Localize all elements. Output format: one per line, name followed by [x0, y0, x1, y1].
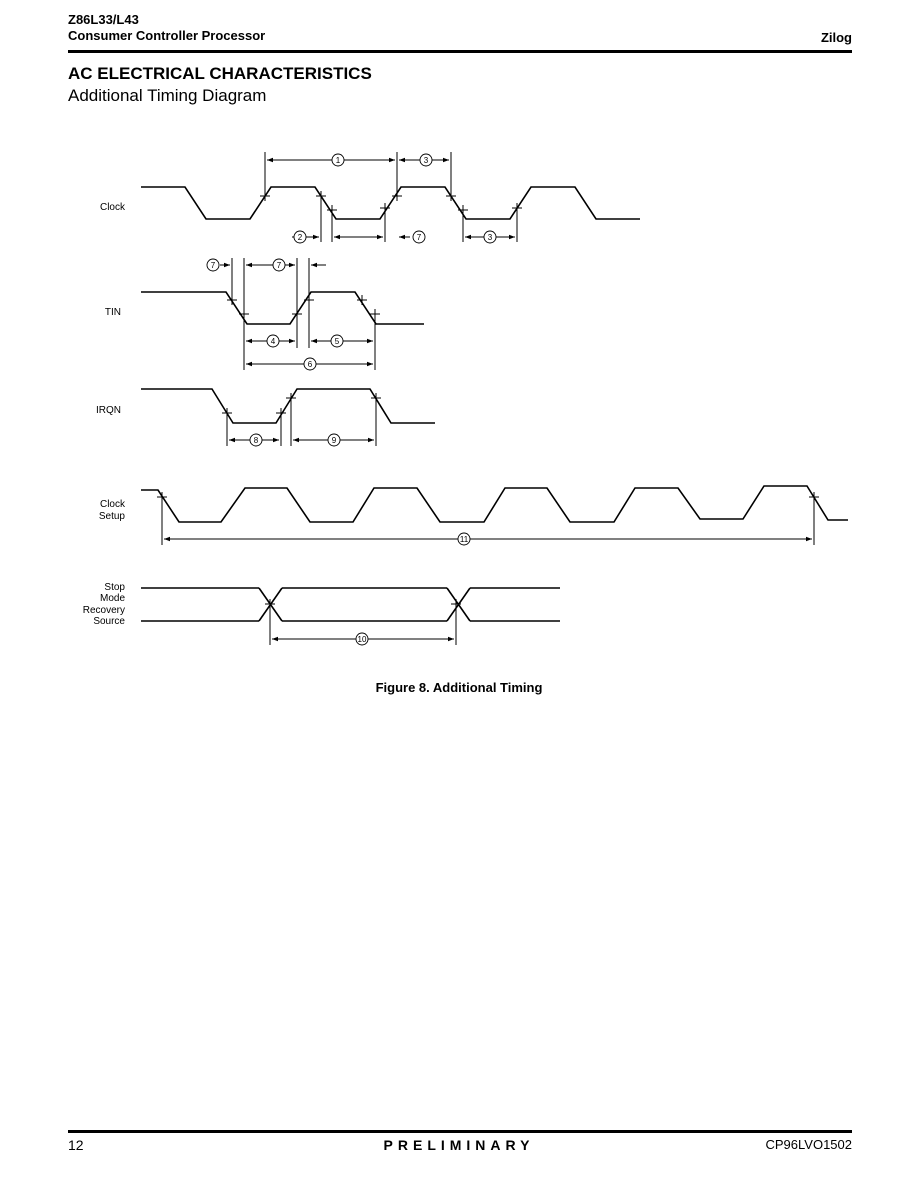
param-8: 8 [254, 436, 259, 445]
param-2: 2 [298, 233, 303, 242]
signal-irqn: IRQN [96, 405, 121, 416]
brand-name: Zilog [820, 30, 852, 45]
signal-clock: Clock [100, 202, 126, 213]
param-7a: 7 [417, 233, 422, 242]
signal-stop-1: Stop [104, 582, 125, 593]
param-5: 5 [335, 337, 340, 346]
signal-stop-3: Recovery [83, 605, 125, 616]
param-7b: 7 [211, 261, 216, 270]
clock-waveform [141, 186, 640, 220]
param-1: 1 [336, 156, 341, 165]
section-title: AC ELECTRICAL CHARACTERISTICS [68, 64, 372, 83]
figure-caption: Figure 8. Additional Timing [375, 680, 543, 695]
signal-stop-2: Mode [100, 593, 125, 604]
timing-diagram: 1 3 2 7 3 7 7 4 5 6 8 9 11 10 Clock TIN … [83, 152, 848, 646]
product-name: Consumer Controller Processor [68, 28, 266, 43]
signal-clock-setup-2: Setup [99, 511, 126, 522]
footer-rule [68, 1130, 852, 1133]
page-number: 12 [68, 1137, 84, 1153]
status-label: PRELIMINARY [383, 1137, 535, 1153]
param-3: 3 [424, 156, 429, 165]
signal-clock-setup-1: Clock [100, 499, 126, 510]
param-4: 4 [271, 337, 276, 346]
doc-code: CP96LVO1502 [765, 1137, 853, 1152]
signal-tin: TIN [105, 307, 121, 318]
irqn-waveform [141, 388, 435, 424]
header-rule [68, 50, 852, 53]
signal-stop-4: Source [93, 616, 125, 627]
param-7c: 7 [277, 261, 282, 270]
param-6: 6 [308, 360, 313, 369]
stop-mode-waveform [141, 587, 560, 622]
param-11: 11 [460, 535, 469, 544]
header-block: Z86L33/L43 Consumer Controller Processor [68, 12, 265, 44]
clock-setup-waveform [141, 485, 848, 523]
param-3b: 3 [488, 233, 493, 242]
tin-waveform [141, 291, 424, 325]
section-subtitle: Additional Timing Diagram [68, 86, 267, 105]
part-number: Z86L33/L43 [68, 12, 139, 27]
param-9: 9 [332, 436, 337, 445]
param-10: 10 [358, 635, 367, 644]
